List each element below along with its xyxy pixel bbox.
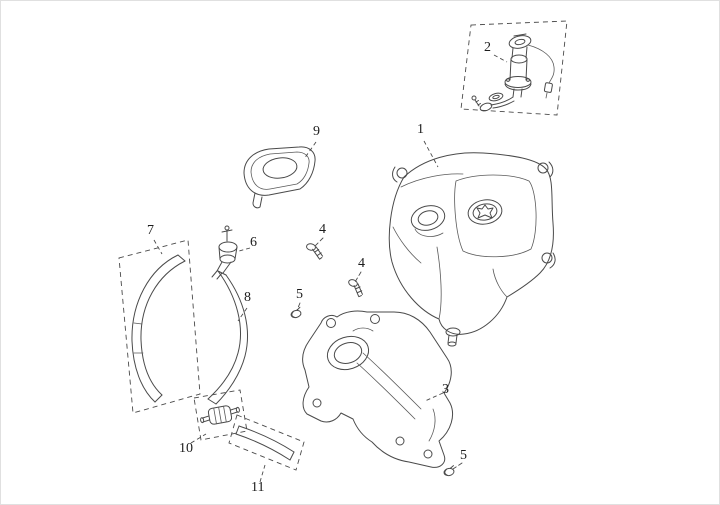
- bolt-upper: [304, 238, 325, 261]
- part-label-6: 6: [250, 235, 257, 250]
- fuel-hose-left-group: [119, 240, 200, 413]
- part-label-9: 9: [313, 124, 320, 139]
- part-label-1: 1: [417, 122, 424, 137]
- part-label-7: 7: [147, 223, 154, 238]
- clip-lower: [442, 463, 462, 477]
- part-label-2: 2: [484, 40, 491, 55]
- part-label-5a: 5: [296, 287, 303, 302]
- part-label-10: 10: [179, 441, 193, 456]
- part-label-4a: 4: [319, 222, 326, 237]
- fuel-hose-lower-group: [229, 415, 304, 482]
- bolt-lower: [344, 272, 367, 299]
- fuel-tank: [389, 141, 555, 346]
- tank-cushion-pad: [244, 142, 316, 208]
- part-label-3: 3: [442, 382, 449, 397]
- fuel-valve: [212, 226, 250, 279]
- fuel-sender-group: [461, 21, 567, 115]
- fuel-hose-center: [208, 271, 248, 404]
- fuel-filter-group: [191, 390, 247, 443]
- part-label-5b: 5: [460, 448, 467, 463]
- part-label-11: 11: [251, 480, 265, 495]
- part-label-4b: 4: [358, 256, 365, 271]
- part-label-8: 8: [244, 290, 251, 305]
- tank-bracket: [303, 311, 453, 467]
- clip-upper: [289, 303, 303, 320]
